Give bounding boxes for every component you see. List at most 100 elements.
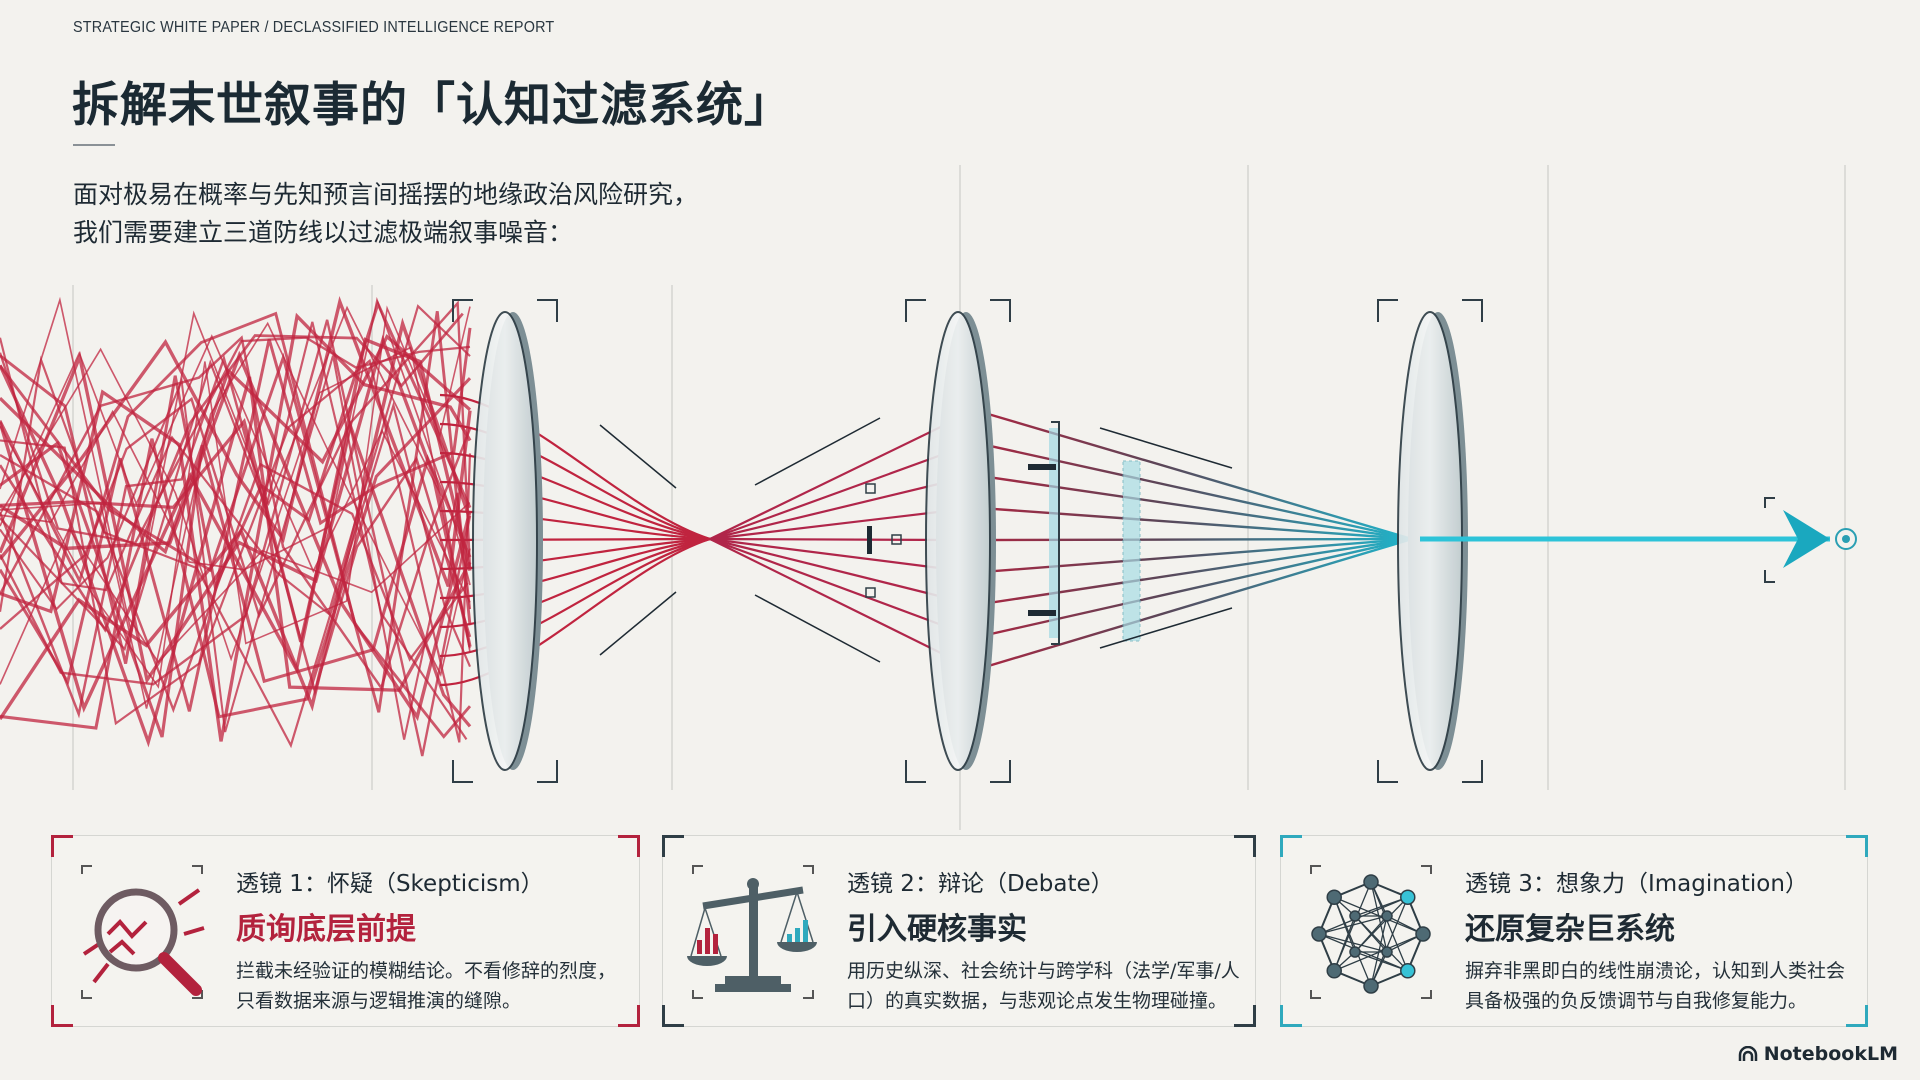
filtered-rays [439, 393, 1413, 687]
ray [959, 438, 1413, 541]
beam [1420, 497, 1857, 583]
network-node [1349, 946, 1361, 958]
ray [959, 471, 1413, 541]
network-edge [1370, 881, 1388, 953]
network-icon [1310, 865, 1432, 999]
lens [472, 311, 538, 771]
network-edge [1333, 896, 1356, 953]
noise-ray [0, 334, 472, 685]
ray [959, 537, 1413, 676]
ray [709, 478, 956, 541]
noise-ray [0, 346, 471, 662]
lens-bracket [452, 299, 558, 783]
lens-heading: 质询底层前提 [236, 912, 416, 947]
lens-label: 透镜 3：想象力（Imagination） [1465, 871, 1808, 897]
ray [439, 537, 711, 629]
ray [439, 537, 711, 542]
network-node [1363, 874, 1379, 890]
network-edge [1318, 933, 1388, 953]
noise-ray [0, 354, 472, 719]
ray [959, 537, 1413, 643]
ray [439, 537, 711, 658]
network-edge [1354, 915, 1388, 953]
noise-ray [0, 317, 471, 721]
noise-ray [0, 336, 471, 545]
lenses [452, 299, 1483, 783]
network-node [1363, 978, 1379, 994]
magnifier-icon [81, 865, 205, 999]
ray [709, 448, 956, 541]
ray [959, 537, 1413, 542]
ray [709, 538, 956, 661]
network-node [1415, 926, 1431, 942]
lens-bracket [905, 299, 1011, 783]
intro-line: 面对极易在概率与先知预言间摇摆的地缘政治风险研究， [73, 180, 699, 209]
network-node [1326, 963, 1342, 979]
ray [959, 537, 1413, 575]
ray [439, 451, 711, 541]
title-divider [73, 144, 115, 146]
noise-ray [0, 319, 472, 757]
card-imagination: 透镜 3：想象力（Imagination） 还原复杂巨系统 摒弃非黑即白的线性崩… [1280, 835, 1868, 1027]
lens-label: 透镜 1：怀疑（Skepticism） [236, 871, 544, 897]
intro-line: 我们需要建立三道防线以过滤极端叙事噪音： [73, 218, 574, 247]
ray [439, 537, 711, 600]
card-debate: 透镜 2：辩论（Debate） 引入硬核事实 用历史纵深、社会统计与跨学科（法学… [662, 835, 1256, 1027]
lens-description: 摒弃非黑即白的线性崩溃论，认知到人类社会具备极强的负反馈调节与自我修复能力。 [1465, 960, 1846, 1012]
network-edge [1318, 915, 1388, 935]
arrow-head-icon [1783, 510, 1830, 568]
noise-ray [0, 440, 472, 738]
noise-ray [0, 295, 472, 588]
intro-text: 面对极易在概率与先知预言间摇摆的地缘政治风险研究， 我们需要建立三道防线以过滤极… [73, 176, 698, 252]
ray [709, 508, 956, 541]
brand-name: NotebookLM [1763, 1043, 1898, 1065]
lens [925, 311, 991, 771]
lens-description: 拦截未经验证的模糊结论。不看修辞的烈度，只看数据来源与逻辑推演的缝隙。 [236, 960, 617, 1012]
network-node [1381, 946, 1393, 958]
lens-heading: 引入硬核事实 [847, 912, 1027, 947]
ray [439, 537, 711, 687]
ray [959, 404, 1413, 541]
network-node [1326, 889, 1342, 905]
page-title: 拆解末世叙事的「认知过滤系统」 [72, 78, 792, 133]
network-edge [1370, 881, 1409, 972]
ray [439, 480, 711, 541]
lens-description: 用历史纵深、社会统计与跨学科（法学/军事/人口）的真实数据，与悲观论点发生物理碰… [847, 960, 1240, 1012]
report-kicker: STRATEGIC WHITE PAPER / DECLASSIFIED INT… [73, 19, 555, 36]
network-node [1400, 963, 1416, 979]
ray [709, 419, 956, 540]
direction-arrows [599, 417, 1233, 663]
card-skepticism: 透镜 1：怀疑（Skepticism） 质询底层前提 拦截未经验证的模糊结论。不… [51, 835, 640, 1027]
network-node [1311, 926, 1327, 942]
lens-label: 透镜 2：辩论（Debate） [847, 871, 1114, 897]
noise-ray [0, 377, 472, 730]
lens-heading: 还原复杂巨系统 [1465, 912, 1675, 947]
noise-ray [0, 321, 468, 740]
ray [959, 505, 1413, 541]
noise-ray [0, 364, 472, 748]
ray [709, 537, 956, 602]
balance-scale-icon [687, 865, 817, 999]
noise-ray [0, 355, 472, 740]
noise-rays [0, 295, 472, 757]
ray [709, 537, 956, 632]
ray [959, 537, 1413, 609]
ray [439, 393, 711, 541]
noise-ray [0, 355, 472, 749]
network-edge [1370, 896, 1409, 987]
filter-plates [865, 421, 1141, 645]
network-node [1400, 889, 1416, 905]
lens-bracket [1377, 299, 1483, 783]
noise-ray [0, 337, 472, 713]
ray [709, 537, 956, 572]
notebooklm-icon [1738, 1046, 1757, 1061]
network-edge [1354, 951, 1408, 972]
network-edge [1370, 915, 1388, 987]
brand-logo: NotebookLM [1738, 1043, 1898, 1065]
ray [439, 422, 711, 541]
network-node [1381, 910, 1393, 922]
ray [709, 537, 956, 542]
network-node [1349, 910, 1361, 922]
ray [439, 537, 711, 571]
